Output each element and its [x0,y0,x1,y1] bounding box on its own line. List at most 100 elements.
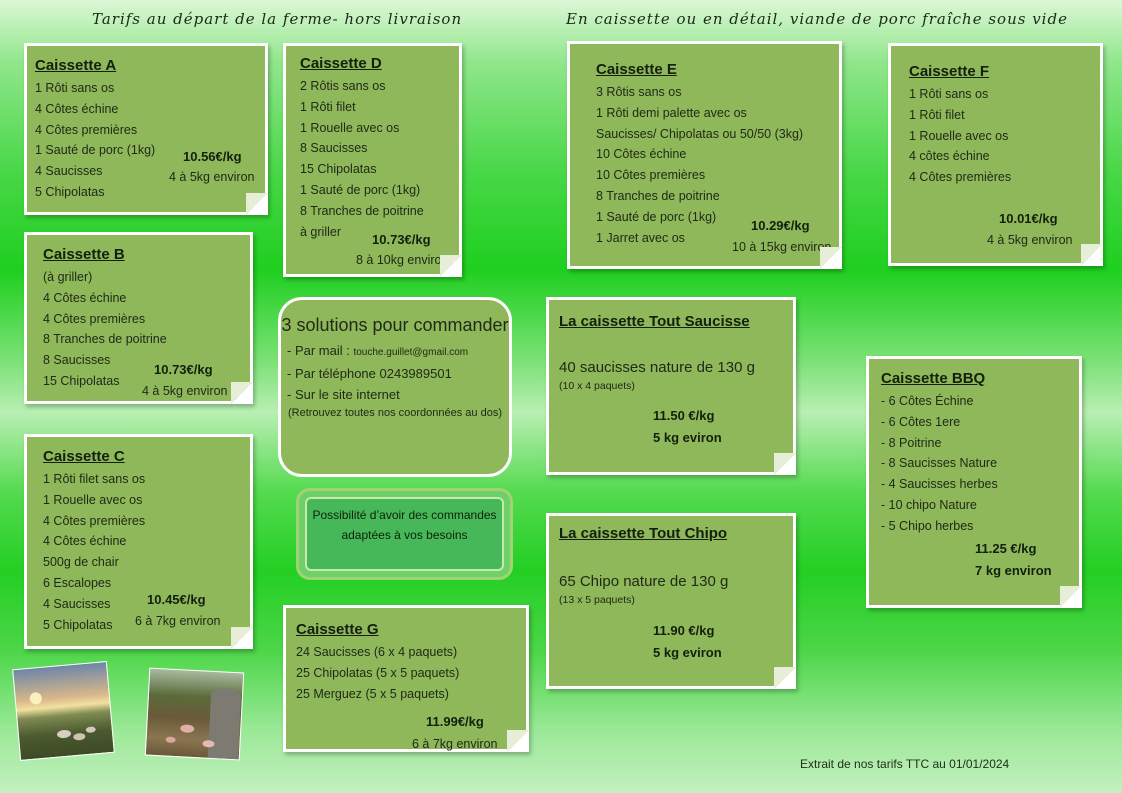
list-item: 5 Chipolatas [35,184,105,199]
list-item: 10 Côtes premières [596,168,706,183]
list-item: 1 Rouelle avec os [909,128,1009,143]
header-left: Tarifs au départ de la ferme- hors livra… [92,10,463,28]
price: 10.56€/kg [183,149,242,164]
list-item: 1 Rouelle avec os [43,492,143,507]
weight: 5 kg eviron [653,645,722,660]
weight: 5 kg eviron [653,430,722,445]
content-main: 40 saucisses nature de 130 g [559,359,755,376]
price: 10.01€/kg [999,211,1058,226]
list-item: 25 Merguez (5 x 5 paquets) [296,686,449,701]
list-item: 1 Jarret avec os [596,230,685,245]
list-item: 1 Rôti filet [300,99,356,114]
page-curl [507,730,529,752]
weight: 7 kg environ [975,563,1052,578]
price: 11.25 €/kg [975,541,1037,556]
list-item: 4 Côtes échine [43,290,127,305]
card-title: Caissette D [300,55,382,72]
page-curl [1060,586,1082,608]
price: 11.50 €/kg [653,408,715,423]
page-curl [774,667,796,689]
list-item: 15 Chipolatas [43,373,120,388]
order-info-bubble: 3 solutions pour commander - Par mail : … [278,297,512,477]
price: 10.45€/kg [147,592,206,607]
weight: 6 à 7kg environ [135,614,221,628]
list-item: - 10 chipo Nature [881,497,977,512]
order-title: 3 solutions pour commander [281,315,509,335]
caissette-a-card: Caissette A 1 Rôti sans os 4 Côtes échin… [24,43,268,215]
list-item: 4 Côtes premières [909,170,1012,185]
list-item: - 8 Poitrine [881,435,942,450]
pigs-icon [29,692,96,741]
page-curl [1081,244,1103,266]
list-item: 1 Rôti demi palette avec os [596,105,747,120]
card-title: Caissette E [596,61,677,78]
price: 10.73€/kg [154,362,213,377]
price: 11.90 €/kg [653,623,715,638]
tout-saucisse-card: La caissette Tout Saucisse 40 saucisses … [546,297,796,475]
caissette-b-card: Caissette B (à griller) 4 Côtes échine 4… [24,232,253,404]
page-curl [774,453,796,475]
order-mail: - Par mail : touche.guillet@gmail.com [281,340,509,363]
weight: 4 à 5kg environ [987,233,1073,247]
list-item: - 6 Côtes 1ere [881,414,961,429]
list-item: 3 Rôtis sans os [596,85,682,99]
card-title: Caissette G [296,621,379,638]
card-title: Caissette F [909,63,990,80]
list-item: - 5 Chipo herbes [881,518,974,533]
list-item: 15 Chipolatas [300,162,377,177]
order-note: (Retrouvez toutes nos coordonnées au dos… [287,407,503,419]
list-item: - 4 Saucisses herbes [881,477,998,492]
price: 10.29€/kg [751,218,810,233]
list-item: - 6 Côtes Échine [881,394,974,408]
list-item: 1 Rôti sans os [35,81,115,95]
list-item: 1 Rôti sans os [909,87,989,101]
list-item: 5 Chipolatas [43,617,113,632]
order-phone: - Par téléphone 0243989501 [287,366,452,381]
caissette-bbq-card: Caissette BBQ - 6 Côtes Échine - 6 Côtes… [866,356,1082,608]
page-curl [231,382,253,404]
list-item: 4 Côtes premières [35,122,138,137]
list-item: 8 Tranches de poitrine [300,203,424,218]
caissette-e-card: Caissette E 3 Rôtis sans os 1 Rôti demi … [567,41,842,269]
list-item: Saucisses/ Chipolatas ou 50/50 (3kg) [596,126,804,141]
possibility-frame: Possibilité d’avoir des commandes adapté… [296,488,513,580]
list-item: 4 Côtes premières [43,311,146,326]
list-item: 8 Saucisses [43,353,111,368]
weight: 10 à 15kg environ [732,240,832,254]
card-title: La caissette Tout Chipo [559,525,728,542]
card-title: Caissette BBQ [881,370,986,387]
weight: 6 à 7kg environ [412,737,498,751]
weight: 8 à 10kg environ [356,253,449,267]
caissette-f-card: Caissette F 1 Rôti sans os 1 Rôti filet … [888,43,1103,266]
list-item: 1 Rôti filet [909,107,965,122]
list-item: 500g de chair [43,555,119,570]
mail-address[interactable]: touche.guillet@gmail.com [353,347,469,358]
footer-note: Extrait de nos tarifs TTC au 01/01/2024 [800,757,1010,771]
list-item: - 8 Saucisses Nature [881,456,998,471]
weight: 4 à 5kg environ [169,170,255,184]
list-item: à griller [300,224,341,239]
caissette-c-card: Caissette C 1 Rôti filet sans os 1 Rouel… [24,434,253,649]
page-curl [440,255,462,277]
content-main: 65 Chipo nature de 130 g [559,573,729,590]
tout-chipo-card: La caissette Tout Chipo 65 Chipo nature … [546,513,796,689]
pig-hut-icon [165,688,242,760]
page-curl [820,247,842,269]
content-sub: (13 x 5 paquets) [559,593,635,606]
content-sub: (10 x 4 paquets) [559,379,635,392]
list-item: 4 Côtes premières [43,513,146,528]
price: 10.73€/kg [372,232,431,247]
order-site: - Sur le site internet [287,387,400,402]
pigs-in-field-photo [144,667,245,761]
list-item: 1 Sauté de porc (1kg) [596,209,717,224]
caissette-g-card: Caissette G 24 Saucisses (6 x 4 paquets)… [283,605,529,752]
header-right: En caissette ou en détail, viande de por… [566,10,1068,28]
price: 11.99€/kg [426,714,484,729]
list-item: (à griller) [43,270,93,284]
caissette-d-card: Caissette D 2 Rôtis sans os 1 Rôti filet… [283,43,462,277]
mail-label: - Par mail : [287,343,354,358]
list-item: 4 Saucisses [43,596,111,611]
list-item: 1 Rôti filet sans os [43,472,146,486]
list-item: 2 Rôtis sans os [300,79,386,93]
list-item: 25 Chipolatas (5 x 5 paquets) [296,665,460,680]
